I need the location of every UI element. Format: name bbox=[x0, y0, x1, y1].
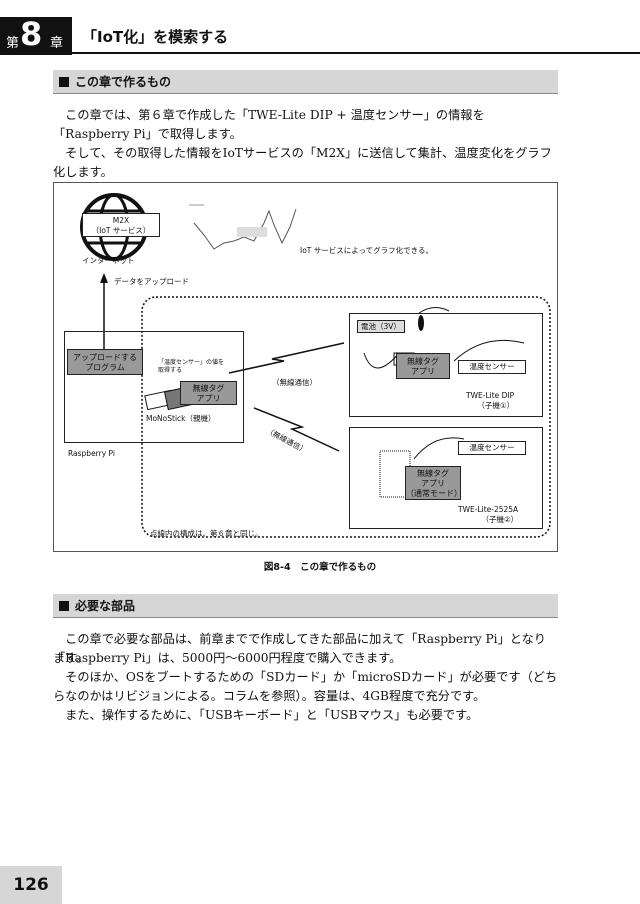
m2x-box: M2X （IoT サービス） bbox=[82, 213, 160, 237]
monostick-label: MoNoStick（親機） bbox=[146, 414, 216, 423]
section-heading-1: この章で作るもの bbox=[53, 70, 558, 94]
get-sensor-label: 「温度センサー」の値を 取得する bbox=[158, 359, 225, 374]
paragraph: この章では、第６章で作成した「TWE-Lite DIP + 温度センサー」の情報… bbox=[53, 108, 485, 141]
chapter-number: 8 bbox=[20, 15, 43, 53]
upload-label: データをアップロード bbox=[114, 277, 189, 286]
paragraph: そのほか、OSをブートするための「SDカード」か「microSDカード」が必要で… bbox=[53, 670, 558, 703]
wireless-tag-app-box: 無線タグ アプリ bbox=[396, 353, 450, 379]
internet-label: インターネット bbox=[82, 256, 135, 265]
chapter-prefix: 第 bbox=[6, 36, 20, 51]
graph-note: IoT サービスによってグラフ化できる。 bbox=[300, 246, 434, 255]
twe-lite-2525a-box bbox=[349, 427, 543, 529]
temp-sensor-box: 温度センサー bbox=[458, 441, 526, 455]
twe-2525-label: TWE-Lite-2525A （子機②） bbox=[458, 505, 519, 524]
temp-sensor-box: 温度センサー bbox=[458, 360, 526, 374]
square-bullet-icon bbox=[59, 77, 69, 87]
dotted-note: 点線内の構成は、第６章と同じ。 bbox=[150, 529, 263, 538]
chapter-suffix: 章 bbox=[50, 36, 64, 51]
raspberry-pi-label: Raspberry Pi bbox=[68, 449, 115, 458]
figure-caption: 図8-4 この章で作るもの bbox=[263, 562, 377, 573]
paragraph: この章で必要な部品は、前章までで作成してきた部品に加えて「Raspberry P… bbox=[53, 632, 546, 665]
upload-program-box: アップロードする プログラム bbox=[67, 349, 143, 375]
page-number: 126 bbox=[0, 866, 62, 904]
figure-8-4: M2X （IoT サービス） インターネット IoT サービスによってグラフ化で… bbox=[53, 182, 558, 552]
wireless-comm-label: （無線通信） bbox=[272, 378, 317, 387]
chapter-badge: 第 8 章 bbox=[0, 15, 72, 55]
section-title-2: 必要な部品 bbox=[75, 599, 136, 613]
twe-lite-dip-box bbox=[349, 313, 543, 417]
square-bullet-icon bbox=[59, 601, 69, 611]
section-heading-2: 必要な部品 bbox=[53, 594, 558, 618]
paragraph: そして、その取得した情報をIoTサービスの「M2X」に送信して集計、温度変化をグ… bbox=[53, 146, 552, 179]
chapter-title: 「IoT化」を模索する bbox=[82, 28, 229, 46]
raspberry-pi-box bbox=[64, 331, 244, 443]
wireless-tag-normal-box: 無線タグ アプリ （通常モード） bbox=[405, 466, 462, 500]
graph-thumbnail-icon bbox=[184, 198, 299, 258]
header-rule bbox=[72, 52, 640, 54]
section-title-1: この章で作るもの bbox=[75, 75, 172, 89]
paragraph: 「Raspberry Pi」は、5000円～6000円程度で購入できます。 bbox=[53, 651, 402, 665]
battery-label: 電池（3V） bbox=[357, 320, 405, 333]
wireless-tag-app-box: 無線タグ アプリ bbox=[180, 381, 237, 405]
paragraph: また、操作するために、「USBキーボード」と「USBマウス」も必要です。 bbox=[53, 708, 479, 722]
twe-dip-label: TWE-Lite DIP （子機①） bbox=[466, 391, 515, 410]
